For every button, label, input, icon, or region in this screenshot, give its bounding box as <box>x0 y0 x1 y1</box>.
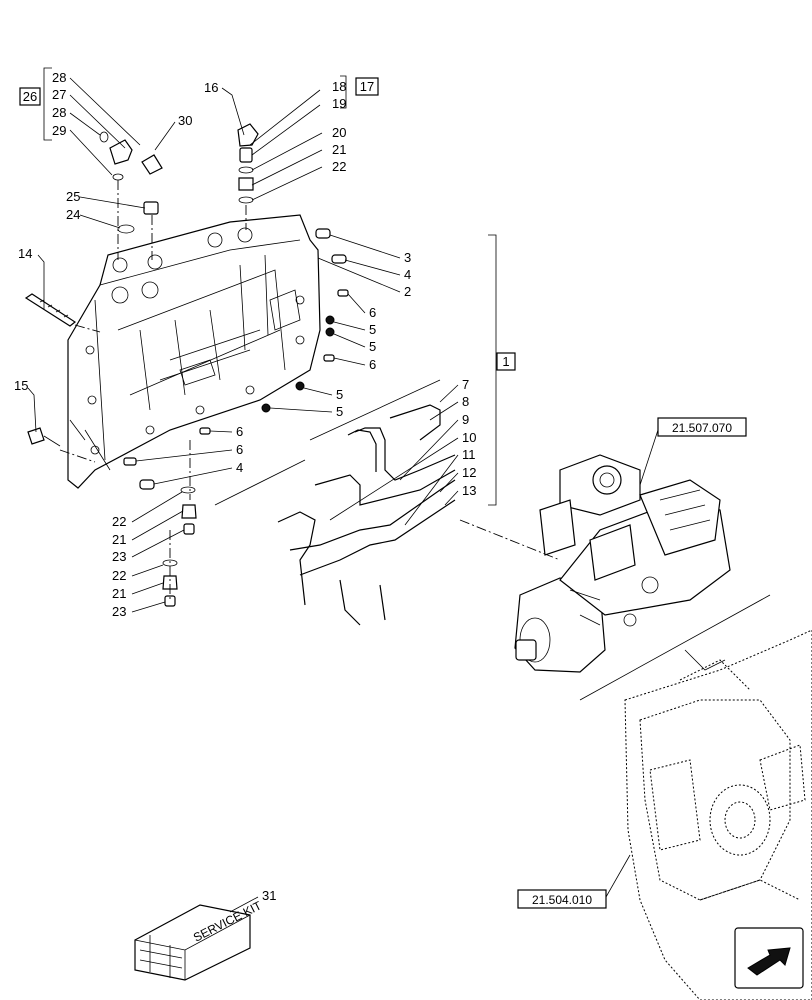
callout-23: 23 <box>112 549 126 564</box>
callout-3: 3 <box>404 250 411 265</box>
callout-18: 18 <box>332 79 346 94</box>
callout-5: 5 <box>336 387 343 402</box>
hydraulic-pump-assembly <box>514 454 731 673</box>
callout-29: 29 <box>52 123 66 138</box>
svg-text:26: 26 <box>23 89 37 104</box>
callout-labels: 28 27 28 29 26 30 16 18 19 17 20 21 22 2… <box>14 70 516 903</box>
elbow-fitting-27 <box>99 131 163 181</box>
group-bracket-1 <box>488 234 497 506</box>
hydraulic-pipes <box>277 404 456 626</box>
svg-text:21.507.070: 21.507.070 <box>672 421 732 435</box>
lower-fittings <box>162 486 197 607</box>
leader-lines <box>27 77 459 613</box>
callout-5: 5 <box>369 339 376 354</box>
callout-28: 28 <box>52 105 66 120</box>
callout-24: 24 <box>66 207 80 222</box>
callout-31: 31 <box>262 888 276 903</box>
callout-8: 8 <box>462 394 469 409</box>
callout-15: 15 <box>14 378 28 393</box>
callout-12: 12 <box>462 465 476 480</box>
callout-22: 22 <box>112 514 126 529</box>
callout-20: 20 <box>332 125 346 140</box>
callout-16: 16 <box>204 80 218 95</box>
callout-26-box[interactable]: 26 <box>19 87 41 106</box>
callout-4: 4 <box>236 460 243 475</box>
group-bracket-26 <box>43 67 52 141</box>
callout-5: 5 <box>336 404 343 419</box>
pump-reference[interactable]: 21.507.070 <box>639 417 747 486</box>
callout-5: 5 <box>369 322 376 337</box>
transmission-housing-outline <box>624 629 812 1000</box>
callout-2: 2 <box>404 284 411 299</box>
callout-27: 27 <box>52 87 66 102</box>
callout-22: 22 <box>112 568 126 583</box>
svg-text:17: 17 <box>360 79 374 94</box>
callout-10: 10 <box>462 430 476 445</box>
callout-6: 6 <box>369 305 376 320</box>
callout-9: 9 <box>462 412 469 427</box>
callout-7: 7 <box>462 377 469 392</box>
callout-17-box[interactable]: 17 <box>355 77 379 96</box>
view-direction-arrow-icon[interactable] <box>734 927 804 989</box>
fitting-stack-16 <box>237 123 259 204</box>
callout-1-box[interactable]: 1 <box>496 352 516 371</box>
callout-6: 6 <box>369 357 376 372</box>
assembly-center-lines <box>59 180 561 600</box>
callout-6: 6 <box>236 424 243 439</box>
callout-25: 25 <box>66 189 80 204</box>
callout-28: 28 <box>52 70 66 85</box>
callout-14: 14 <box>18 246 32 261</box>
svg-text:21.504.010: 21.504.010 <box>532 893 592 907</box>
callout-23: 23 <box>112 604 126 619</box>
callout-22: 22 <box>332 159 346 174</box>
separation-lines <box>214 379 771 701</box>
callout-30: 30 <box>178 113 192 128</box>
housing-reference[interactable]: 21.504.010 <box>517 854 631 909</box>
callout-11: 11 <box>462 447 476 462</box>
callout-21: 21 <box>112 532 126 547</box>
dowel-pins <box>123 228 349 490</box>
bolt-15 <box>27 427 61 447</box>
callout-19: 19 <box>332 96 346 111</box>
callout-21: 21 <box>332 142 346 157</box>
callout-13: 13 <box>462 483 476 498</box>
callout-21: 21 <box>112 586 126 601</box>
callout-4: 4 <box>404 267 411 282</box>
bolt-14 <box>24 293 77 327</box>
svg-text:1: 1 <box>502 354 509 369</box>
callout-6: 6 <box>236 442 243 457</box>
group-bracket-17 <box>340 75 347 109</box>
rear-cover-housing <box>67 214 321 489</box>
service-kit-box: SERVICE KIT <box>134 896 264 981</box>
